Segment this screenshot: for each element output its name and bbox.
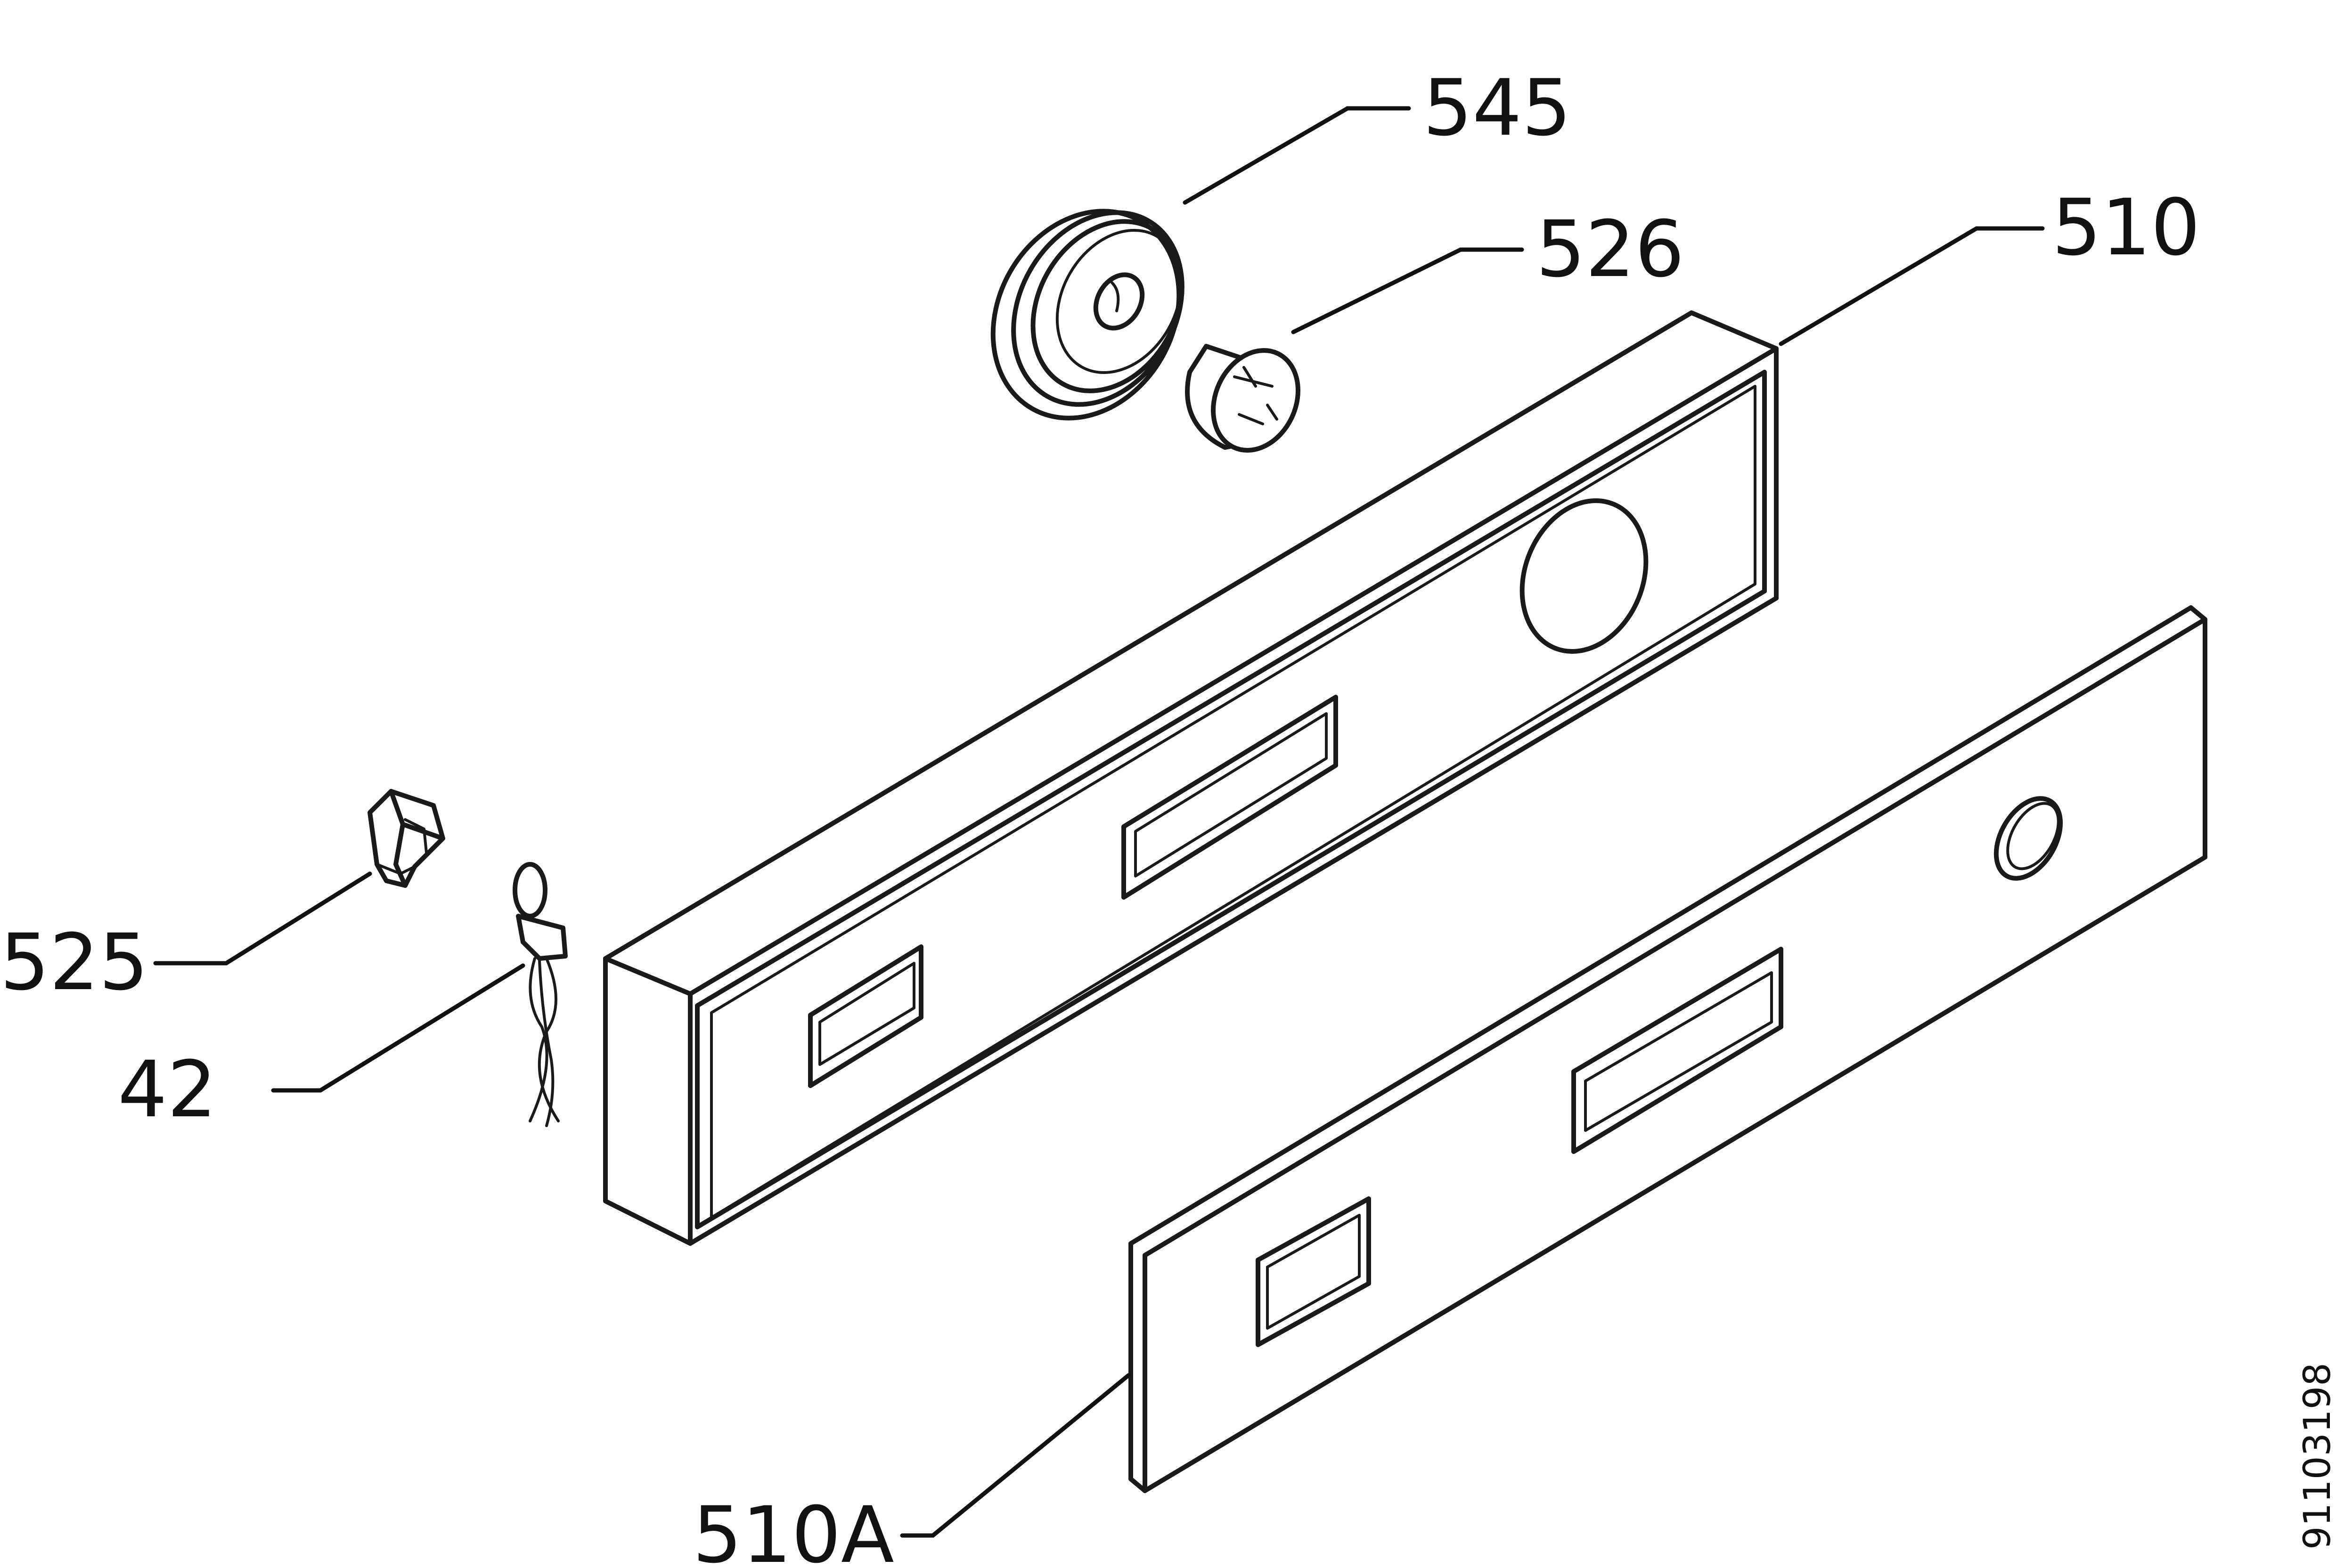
label-510: 510 [2052,182,2200,273]
label-526: 526 [1536,204,1684,294]
control-panel-frame [603,310,1779,1246]
label-510a: 510A [693,1490,894,1568]
label-545: 545 [1423,63,1571,153]
knob-cap [1185,344,1300,453]
knob-bezel [990,209,1184,421]
label-525: 525 [0,917,148,1007]
front-plate [1128,605,2207,1493]
label-42: 42 [118,1044,217,1135]
document-number: 91103198 [2296,1363,2336,1550]
switch-part [368,789,445,888]
bulb-with-wires [513,862,568,1127]
leader-lines [153,106,2045,1538]
